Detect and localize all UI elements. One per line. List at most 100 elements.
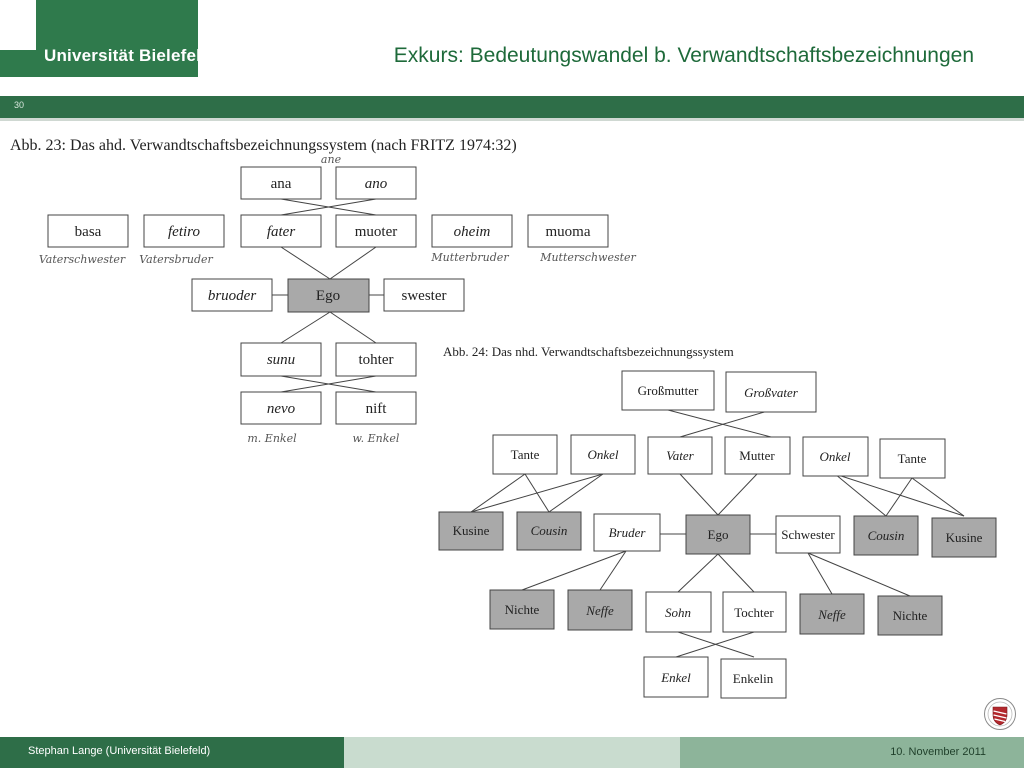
fig24-node-neffe-1: Neffe <box>567 589 633 631</box>
fig24-node-sohn: Sohn <box>645 591 712 633</box>
fig23-node-nevo: nevo <box>240 391 322 425</box>
fig24-node-cousin-2: Cousin <box>853 515 919 556</box>
fig23-node-bruoder: bruoder <box>191 278 273 312</box>
svg-text:Tante: Tante <box>511 447 540 462</box>
svg-text:muoma: muoma <box>546 224 591 240</box>
svg-text:ana: ana <box>271 176 292 192</box>
svg-text:sunu: sunu <box>267 352 295 368</box>
fig24-node-vater: Vater <box>647 436 713 475</box>
fig24-lines <box>470 409 965 658</box>
fig24-node-enkelin: Enkelin <box>720 658 787 699</box>
svg-text:oheim: oheim <box>454 224 491 240</box>
svg-text:Enkel: Enkel <box>660 670 691 685</box>
footer-left-band <box>0 737 344 768</box>
fig24-node-onkel-1: Onkel <box>570 434 636 475</box>
fig24-node-nichte-1: Nichte <box>489 589 555 630</box>
logo-text: Universität Bielefeld <box>44 46 212 65</box>
footer-middle-band <box>344 737 680 768</box>
slide-number: 30 <box>14 100 25 110</box>
fig24-node-kusine-2: Kusine <box>931 517 997 558</box>
svg-text:muoter: muoter <box>355 224 398 240</box>
svg-text:Onkel: Onkel <box>819 449 850 464</box>
note-ane: ane <box>321 153 342 166</box>
fig23-caption: Abb. 23: Das ahd. Verwandtschaftsbezeich… <box>10 137 517 154</box>
fig24-node-grossmutter: Großmutter <box>621 370 715 411</box>
note-basa: Vaterschwester <box>39 253 126 266</box>
fig24-node-ego: Ego <box>685 514 751 555</box>
fig24-node-tante-2: Tante <box>879 438 946 479</box>
header-band-shadow <box>0 118 1024 121</box>
fig23-node-muoma: muoma <box>527 214 609 248</box>
svg-text:Schwester: Schwester <box>781 527 835 542</box>
fig23-node-basa: basa <box>47 214 129 248</box>
slide-title: Exkurs: Bedeutungswandel b. Verwandtscha… <box>393 44 974 67</box>
fig24-node-cousin-1: Cousin <box>516 511 582 551</box>
fig24-node-tante-1: Tante <box>492 434 558 475</box>
fig24-node-nichte-2: Nichte <box>877 595 943 636</box>
fig23-node-ano: ano <box>335 166 417 200</box>
fig23-node-ego: Ego <box>287 278 370 313</box>
fig24-node-enkel: Enkel <box>643 656 709 698</box>
svg-text:Mutter: Mutter <box>739 448 775 463</box>
svg-text:tohter: tohter <box>359 352 394 368</box>
footer-date: 10. November 2011 <box>890 746 986 758</box>
fig24-node-bruder: Bruder <box>593 513 661 552</box>
note-fetiro: Vatersbruder <box>139 253 213 266</box>
fig23-node-oheim: oheim <box>431 214 513 248</box>
svg-text:swester: swester <box>402 288 447 304</box>
fig24-node-kusine-1: Kusine <box>438 511 504 551</box>
note-oheim: Mutterbruder <box>430 251 509 264</box>
fig23-node-sunu: sunu <box>240 342 322 377</box>
fig23-node-muoter: muoter <box>335 214 417 248</box>
fig23-node-fetiro: fetiro <box>143 214 225 248</box>
note-nift: w. Enkel <box>353 432 400 445</box>
fig24-node-mutter: Mutter <box>724 436 791 475</box>
footer-author: Stephan Lange (Universität Bielefeld) <box>28 745 211 757</box>
svg-text:Vater: Vater <box>666 448 694 463</box>
fig23-node-tohter: tohter <box>335 342 417 377</box>
fig24-node-neffe-2: Neffe <box>799 593 865 635</box>
fig23-node-swester: swester <box>383 278 465 312</box>
svg-text:Kusine: Kusine <box>946 530 983 545</box>
header-band <box>0 96 1024 118</box>
kinship-diagrams: .bx { fill:#ffffff; stroke:#444; stroke-… <box>10 137 997 699</box>
svg-text:nevo: nevo <box>267 401 296 417</box>
fig24-node-tochter: Tochter <box>722 591 787 633</box>
note-muoma: Mutterschwester <box>539 251 636 264</box>
svg-text:Neffe: Neffe <box>585 603 614 618</box>
svg-text:Ego: Ego <box>708 527 729 542</box>
svg-text:Nichte: Nichte <box>505 602 540 617</box>
svg-text:fetiro: fetiro <box>168 224 200 240</box>
svg-text:ano: ano <box>365 176 388 192</box>
fig23-node-nift: nift <box>335 391 417 425</box>
svg-text:Neffe: Neffe <box>817 607 846 622</box>
svg-text:Enkelin: Enkelin <box>733 671 774 686</box>
svg-text:bruoder: bruoder <box>208 288 256 304</box>
svg-text:Großmutter: Großmutter <box>638 383 699 398</box>
svg-text:basa: basa <box>75 224 102 240</box>
svg-text:Bruder: Bruder <box>609 525 647 540</box>
fig24-node-onkel-2: Onkel <box>802 436 869 477</box>
fig23-lines <box>272 198 384 393</box>
svg-text:Sohn: Sohn <box>665 605 691 620</box>
note-nevo: m. Enkel <box>247 432 297 445</box>
svg-text:Tochter: Tochter <box>734 605 774 620</box>
fig24-node-grossvater: Großvater <box>725 371 817 413</box>
svg-text:Ego: Ego <box>316 288 340 304</box>
svg-text:Onkel: Onkel <box>587 447 618 462</box>
svg-text:Cousin: Cousin <box>531 523 568 538</box>
svg-text:nift: nift <box>366 401 388 417</box>
svg-text:Cousin: Cousin <box>868 528 905 543</box>
svg-text:Großvater: Großvater <box>744 385 799 400</box>
fig23-node-ana: ana <box>240 166 322 200</box>
logo-notch <box>0 0 36 50</box>
footer-right-band <box>680 737 1024 768</box>
fig24-node-schwester: Schwester <box>775 515 841 554</box>
fig24-caption: Abb. 24: Das nhd. Verwandtschaftsbezeich… <box>443 344 734 359</box>
svg-text:fater: fater <box>267 224 295 240</box>
svg-text:Kusine: Kusine <box>453 523 490 538</box>
fig23-node-fater: fater <box>240 214 322 248</box>
svg-text:Nichte: Nichte <box>893 608 928 623</box>
university-seal-icon <box>984 698 1016 730</box>
svg-text:Tante: Tante <box>898 451 927 466</box>
